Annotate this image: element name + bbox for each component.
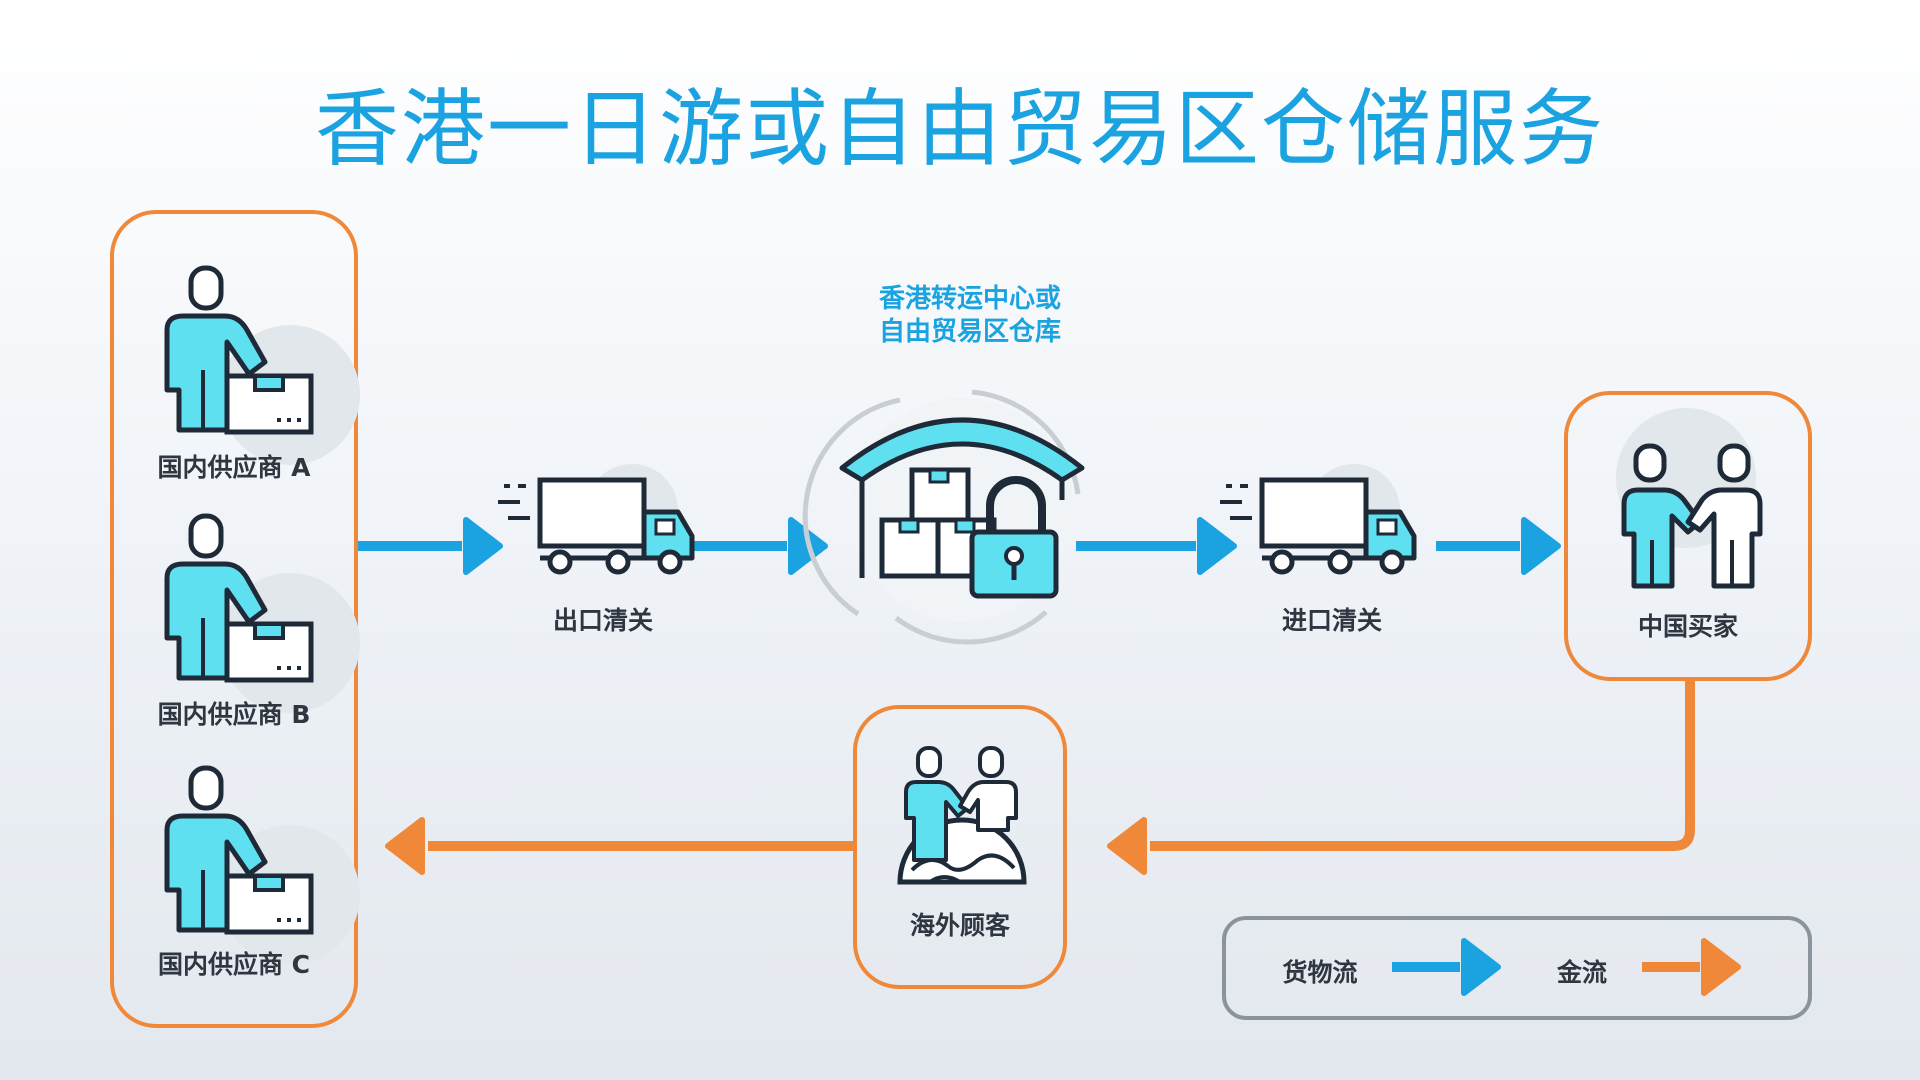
handshake-icon — [1616, 408, 1763, 589]
supplier-b-label: 国内供应商 B — [157, 700, 311, 729]
page-title: 香港一日游或自由贸易区仓储服务 — [314, 80, 1605, 178]
hub-label: 香港转运中心或 自由贸易区仓库 — [790, 283, 1150, 349]
money-flow-arrows — [388, 681, 1695, 872]
overseas-customer-label: 海外顾客 — [909, 911, 1010, 940]
export-truck-icon — [498, 464, 692, 572]
supplier-a-icon — [167, 268, 360, 465]
warehouse-lock-icon — [802, 389, 1085, 645]
overseas-box — [853, 705, 1067, 989]
legend-goods-label: 货物流 — [1282, 958, 1358, 987]
export-clearance-label: 出口清关 — [552, 606, 653, 635]
supplier-a-label: 国内供应商 A — [157, 453, 311, 482]
hub-label-line1: 香港转运中心或 — [878, 284, 1061, 314]
buyer-box — [1564, 391, 1812, 681]
import-clearance-label: 进口清关 — [1281, 606, 1382, 635]
supplier-group-box — [110, 210, 358, 1028]
legend-box — [1222, 916, 1812, 1020]
buyer-label: 中国买家 — [1637, 612, 1738, 641]
supplier-c-label: 国内供应商 C — [157, 950, 311, 979]
import-truck-icon — [1220, 464, 1414, 572]
hub-label-line2: 自由贸易区仓库 — [878, 317, 1061, 347]
supplier-c-icon — [167, 768, 360, 965]
globe-people-icon — [897, 746, 1027, 885]
supplier-b-icon — [167, 516, 360, 713]
legend-money-label: 金流 — [1556, 958, 1607, 987]
